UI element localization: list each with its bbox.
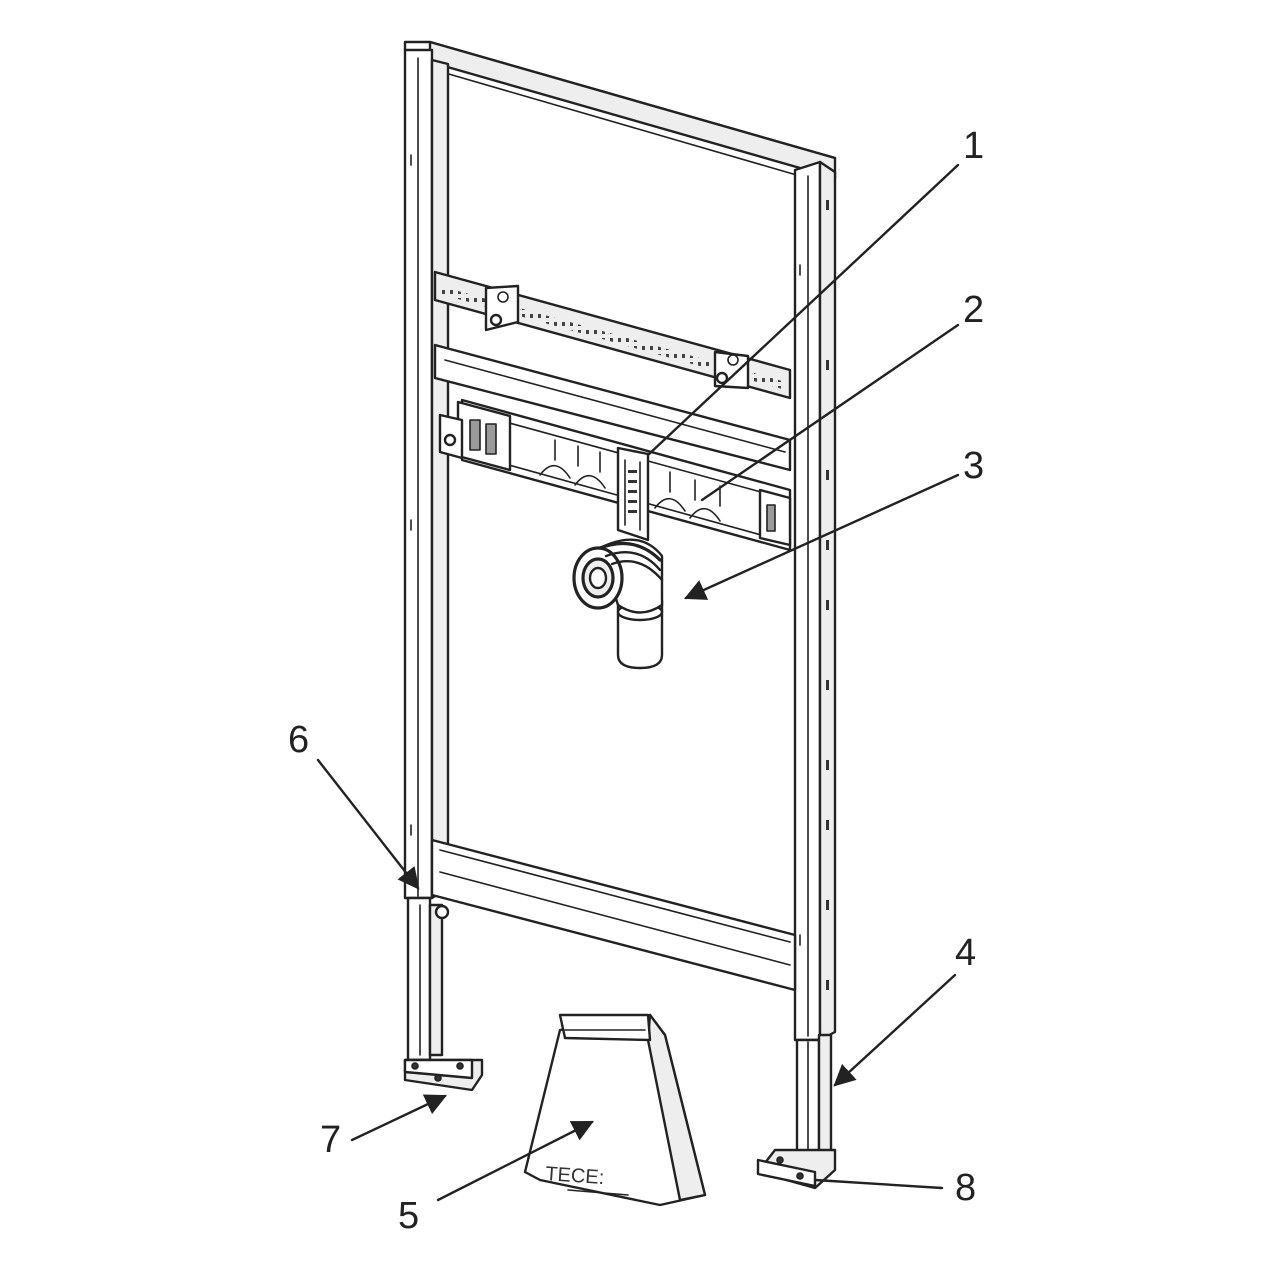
callout-lines [316, 163, 960, 1202]
bottom-beam [430, 838, 797, 992]
right-foot-plate [756, 1148, 837, 1190]
callout-label-1: 1 [963, 125, 984, 167]
right-leg [795, 1033, 833, 1172]
leader-line-5 [436, 1120, 594, 1202]
bag-brand-text: TECE: [545, 1163, 605, 1189]
leader-line-2 [700, 323, 960, 502]
callout-label-6: 6 [288, 719, 309, 761]
fixing-kit-bag: TECE: [523, 1013, 707, 1207]
cross-beam [433, 343, 792, 472]
callout-label-2: 2 [963, 289, 984, 331]
terminal-block-left [438, 400, 512, 472]
leader-line-8 [813, 1178, 944, 1190]
callout-label-3: 3 [963, 445, 984, 487]
plate-markings [539, 439, 721, 522]
callout-label-7: 7 [320, 1119, 341, 1161]
drain-bracket [616, 446, 650, 542]
terminal-block-right [758, 488, 792, 547]
leader-line-3 [684, 473, 960, 600]
callout-label-8: 8 [955, 1167, 976, 1209]
leader-line-4 [833, 973, 957, 1087]
leader-line-6 [316, 758, 420, 890]
drain-elbow [572, 538, 664, 670]
callout-label-5: 5 [398, 1195, 419, 1237]
callout-labels: 1 2 3 4 5 6 7 8 [288, 125, 984, 1237]
leader-line-7 [350, 1094, 447, 1142]
left-foot-plate [403, 1058, 484, 1092]
left-leg [406, 896, 450, 1062]
mounting-frame [403, 40, 837, 1190]
rail-clamp-left [484, 284, 520, 332]
rail-clamp-right [713, 350, 750, 390]
leader-line-1 [646, 163, 960, 457]
callout-label-4: 4 [955, 932, 976, 974]
